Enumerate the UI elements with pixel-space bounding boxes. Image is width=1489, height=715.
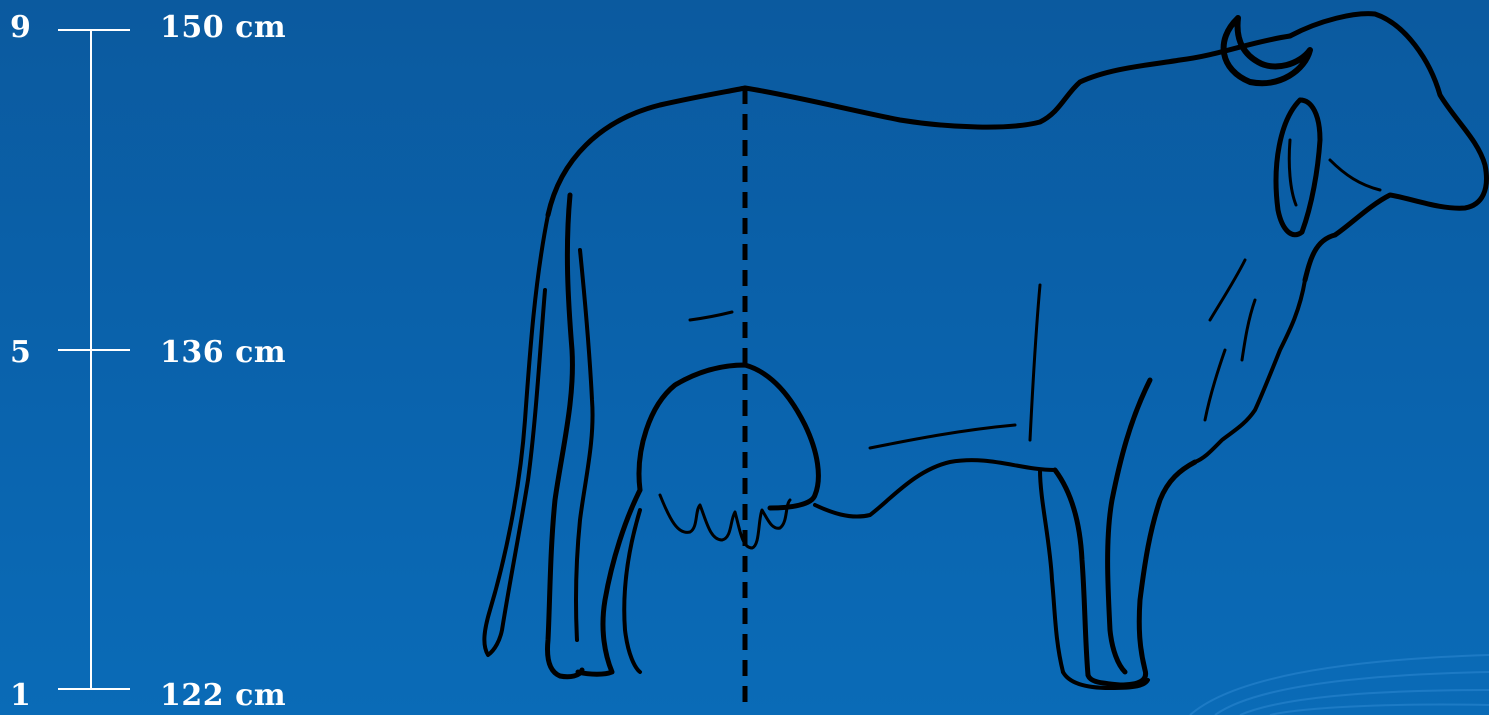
- scale-tick-9: [58, 29, 130, 31]
- cow-tail: [482, 213, 550, 657]
- cow-hind-leg-front: [575, 487, 643, 677]
- cow-belly: [813, 458, 1057, 519]
- cow-back: [545, 33, 1293, 218]
- cow-ear: [1273, 97, 1323, 238]
- scale-tick-1: [58, 688, 130, 690]
- cow-teats: [658, 493, 792, 550]
- scale-height-136: 136 cm: [160, 335, 287, 370]
- cow-horn: [1220, 15, 1313, 87]
- cow-front-leg-back: [1052, 467, 1091, 678]
- scale-height-150: 150 cm: [160, 10, 287, 45]
- scale-tick-5: [58, 349, 130, 351]
- cow-dewlap: [1193, 278, 1307, 464]
- scale-height-122: 122 cm: [160, 678, 287, 713]
- cow-udder: [636, 362, 821, 511]
- scale-score-5: 5: [10, 335, 32, 370]
- cow-hind-leg-back: [545, 192, 585, 680]
- scale-axis-line: [90, 30, 92, 689]
- scale-score-9: 9: [10, 10, 32, 45]
- scale-score-1: 1: [10, 678, 32, 713]
- cow-front-leg-front: [1085, 459, 1198, 688]
- cow-head: [1287, 11, 1489, 283]
